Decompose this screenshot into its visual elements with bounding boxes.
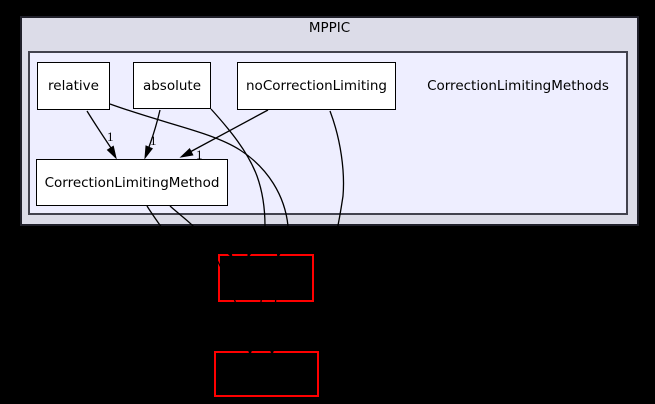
edge-label-absolute: 1 — [150, 133, 157, 148]
edge-label-relative: 1 — [107, 129, 114, 144]
edge-external-node-1-to-external-node-2 — [254, 293, 277, 349]
cluster-mppic-label: MPPIC — [308, 20, 351, 36]
node-absolute[interactable]: absolute — [133, 62, 211, 109]
node-correctionlimitingmethod[interactable]: CorrectionLimitingMethod — [36, 159, 228, 206]
node-nocorrectionlimiting[interactable]: noCorrectionLimiting — [237, 62, 396, 110]
external-node-1[interactable] — [218, 254, 314, 302]
external-node-2[interactable] — [214, 351, 319, 397]
node-relative[interactable]: relative — [37, 62, 110, 110]
edge-label-nocorrectionlimiting: 1 — [196, 147, 203, 162]
cluster-correction-limiting-methods-label: CorrectionLimitingMethods — [427, 78, 609, 94]
